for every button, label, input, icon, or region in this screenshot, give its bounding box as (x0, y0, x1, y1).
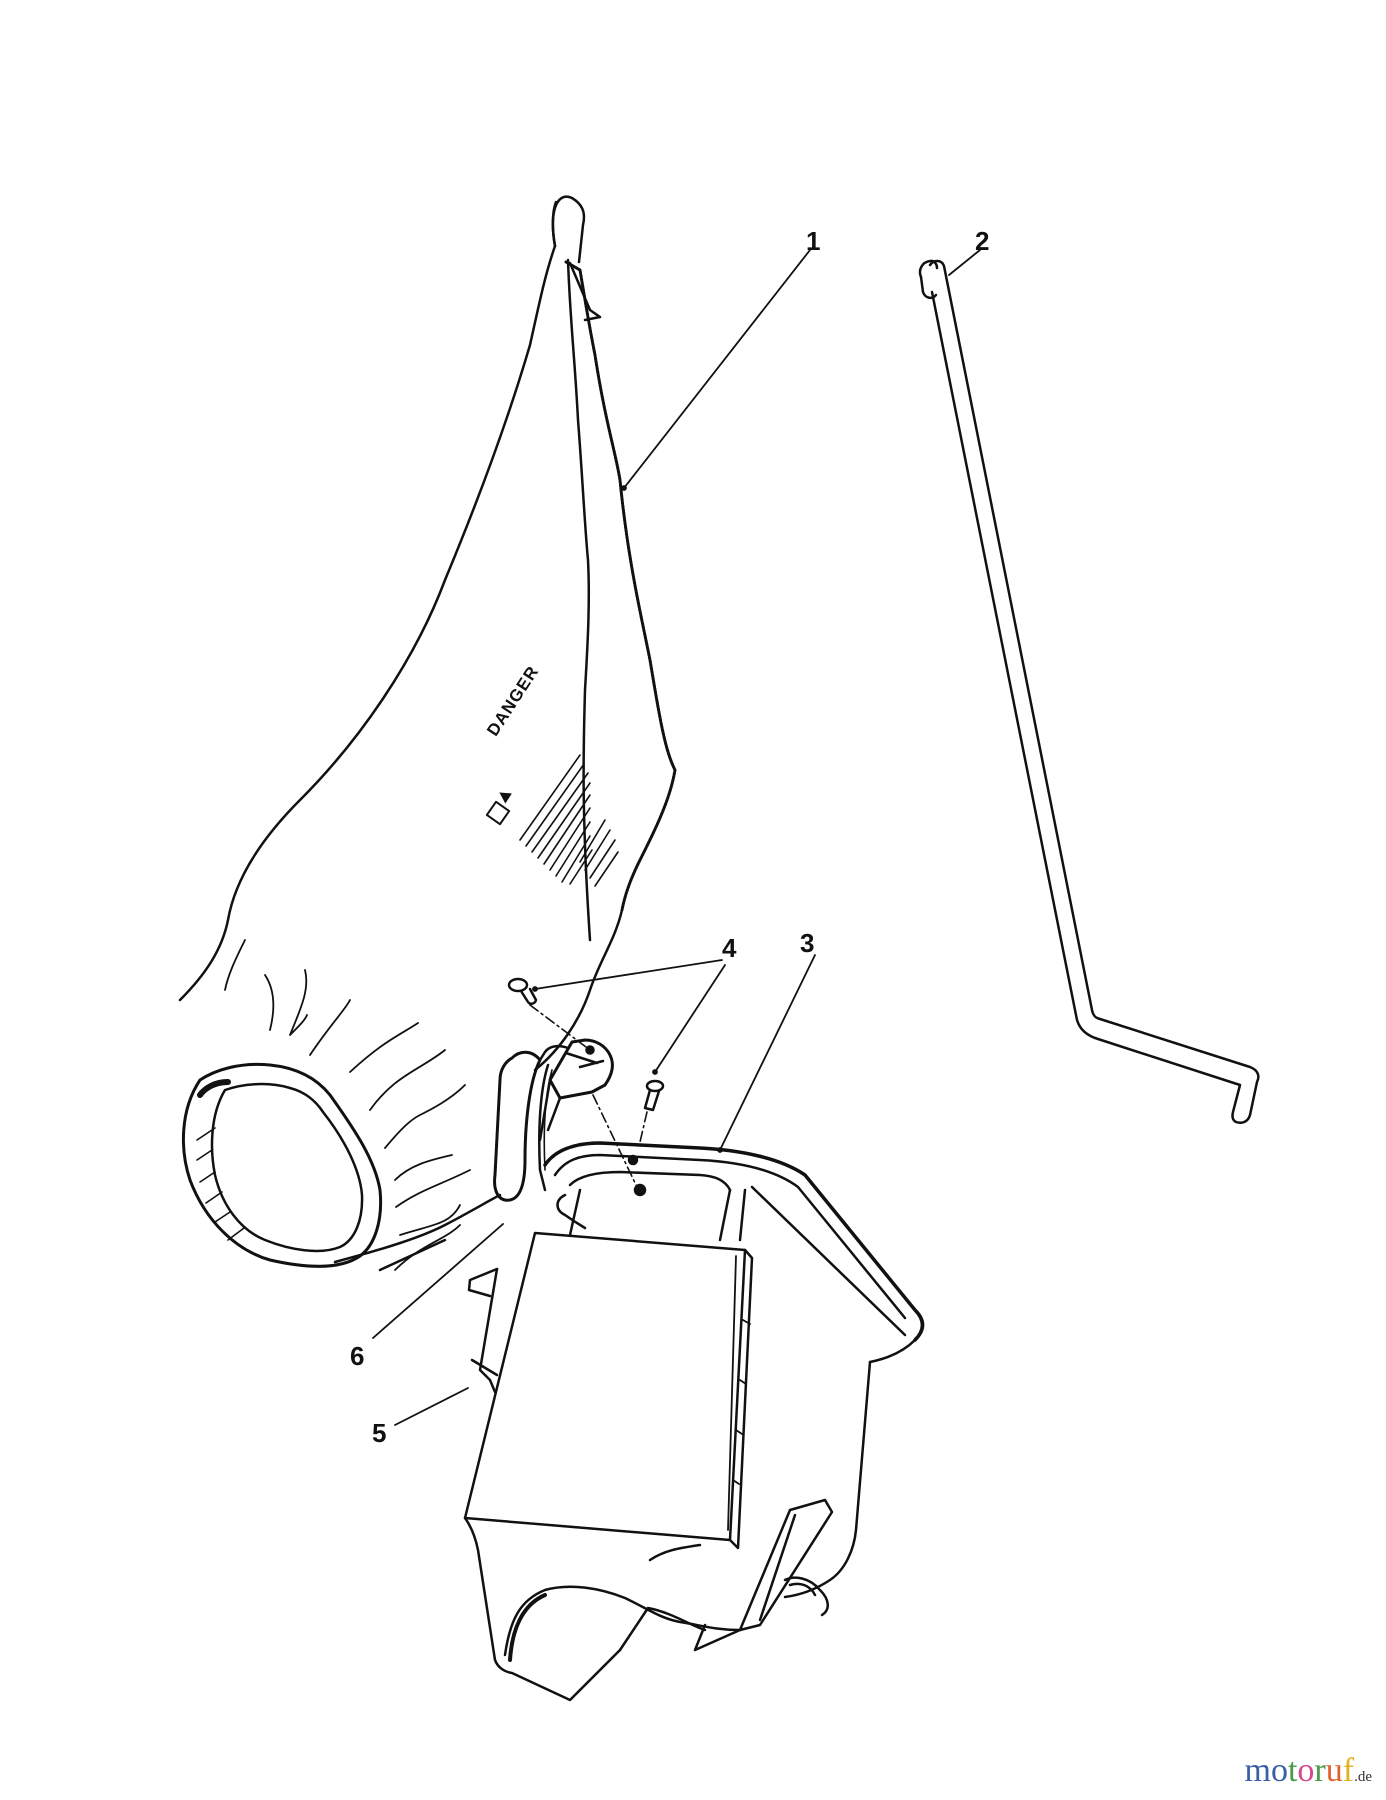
wm-letter: o (1270, 1752, 1288, 1789)
wm-letter: m (1244, 1752, 1271, 1789)
screws-part (509, 979, 663, 1187)
watermark-logo: motoruf.de (1245, 1752, 1372, 1790)
callout-4: 4 (722, 933, 737, 963)
wm-suffix: .de (1354, 1769, 1372, 1785)
grass-bag-part (180, 197, 675, 1270)
leader-3 (720, 955, 815, 1150)
leader-1 (624, 250, 810, 488)
leader-5 (395, 1388, 468, 1425)
bag-opening-ring (183, 1064, 380, 1266)
callout-5: 5 (372, 1418, 387, 1448)
wm-letter: t (1287, 1752, 1298, 1789)
leader-lines (373, 250, 980, 1425)
chute-frame-part (465, 1143, 923, 1700)
wm-letter: u (1325, 1752, 1343, 1789)
wm-letter: f (1342, 1752, 1355, 1789)
support-rod-part (920, 261, 1258, 1123)
wm-letter: o (1297, 1752, 1315, 1789)
wm-letter: r (1314, 1752, 1326, 1789)
danger-label-hatch (520, 755, 618, 886)
plate-part (469, 1269, 497, 1392)
leader-4a (535, 960, 722, 989)
callout-1: 1 (806, 226, 821, 256)
leader-4b (655, 965, 725, 1072)
callout-3: 3 (800, 928, 815, 958)
leader-2 (949, 250, 980, 275)
leader-6 (373, 1224, 503, 1338)
bracket-part (540, 1040, 612, 1140)
callout-6: 6 (350, 1341, 365, 1371)
callout-2: 2 (975, 226, 990, 256)
